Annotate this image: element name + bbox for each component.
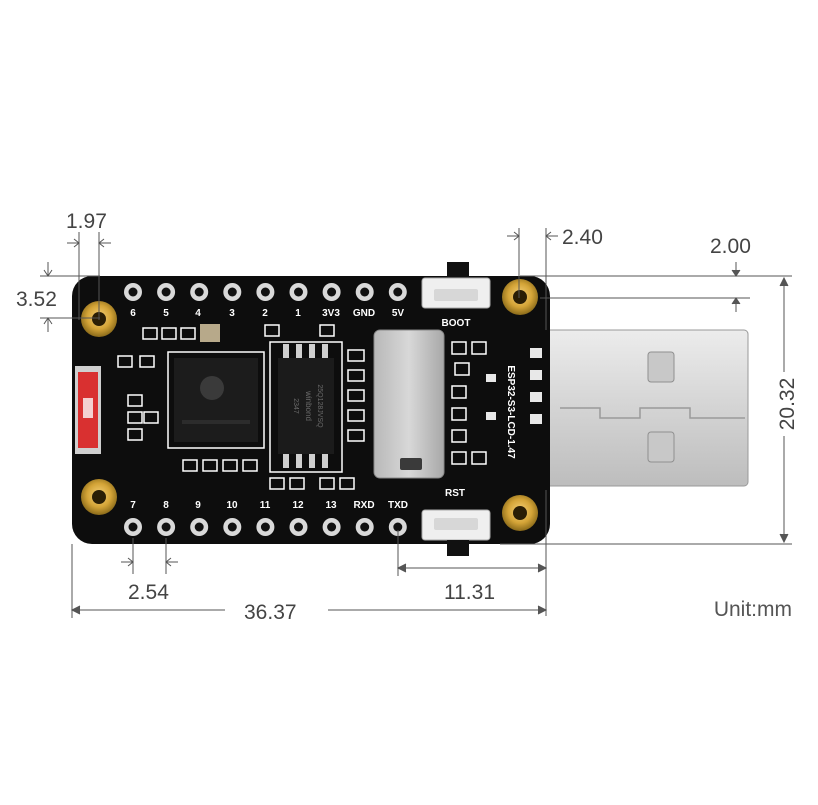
- pin-label-rxd: RXD: [353, 500, 374, 511]
- passive-components-right: [451, 341, 487, 465]
- pin-label-8: 8: [163, 500, 169, 511]
- model-label: ESP32-S3-LCD-1.47: [505, 365, 516, 459]
- passive-components-mid: [347, 349, 365, 442]
- pin-label-gnd: GND: [353, 308, 375, 319]
- tf-card-slot: [373, 329, 445, 479]
- unit-label: Unit:mm: [713, 598, 792, 621]
- pin-hole-8: [161, 522, 171, 532]
- pin-hole-13: [327, 522, 337, 532]
- pin-hole-11: [260, 522, 270, 532]
- pin-hole-4: [194, 287, 204, 297]
- usb-pads: [486, 348, 542, 424]
- pin-label-3: 3: [229, 308, 235, 319]
- flash-label-brand: winbond: [304, 390, 313, 421]
- top-pin-labels: 6 5 4 3 2 1 3V3 GND 5V: [130, 308, 404, 319]
- pin-hole-9: [194, 522, 204, 532]
- pin-label-10: 10: [226, 500, 238, 511]
- pin-hole-12: [294, 522, 303, 532]
- pin-hole-5v: [393, 287, 403, 297]
- rgb-led: [75, 366, 101, 454]
- pin-hole-rxd: [360, 522, 370, 532]
- top-header-pins: [124, 283, 407, 301]
- pin-hole-2: [260, 287, 270, 297]
- pin-label-5: 5: [163, 308, 169, 319]
- pin-label-1: 1: [295, 308, 301, 319]
- flash-label-part: 25Q128JVSQ: [316, 384, 323, 428]
- dim-label-board-height: 20.32: [776, 378, 799, 431]
- esp32-s3-chip: [167, 351, 265, 449]
- dimension-annotations: [40, 228, 792, 618]
- rst-button: [421, 509, 491, 556]
- pin-label-2: 2: [262, 308, 268, 319]
- dim-label-pin-pitch: 2.54: [128, 581, 169, 604]
- pin-label-12: 12: [292, 500, 304, 511]
- pin-hole-gnd: [360, 287, 370, 297]
- flash-chip: winbond 25Q128JVSQ 2347: [269, 341, 343, 473]
- pin-label-9: 9: [195, 500, 201, 511]
- boot-button: [421, 262, 491, 309]
- pin-label-13: 13: [325, 500, 337, 511]
- pin-label-6: 6: [130, 308, 136, 319]
- pin-label-3v3: 3V3: [322, 308, 340, 319]
- rst-label: RST: [445, 488, 465, 499]
- dim-label-board-length: 36.37: [244, 601, 297, 624]
- dim-label-usb-offset: 2.00: [710, 235, 751, 258]
- dim-label-hole-to-usb: 2.40: [562, 226, 603, 249]
- dim-label-usb-length: 11.31: [444, 581, 495, 604]
- pin-hole-10: [227, 522, 237, 532]
- pin-label-txd: TXD: [388, 500, 408, 511]
- dim-label-hole-offset-y: 3.52: [16, 288, 57, 311]
- pin-hole-1: [294, 287, 303, 297]
- bottom-header-pins: [124, 518, 407, 536]
- crystal: [200, 324, 220, 342]
- pin-hole-5: [161, 287, 171, 297]
- pin-hole-7: [128, 522, 138, 532]
- pin-hole-txd: [393, 522, 403, 532]
- bottom-pin-labels: 7 8 9 10 11 12 13 RXD TXD: [130, 500, 408, 511]
- boot-label: BOOT: [442, 318, 471, 329]
- pin-hole-3: [227, 287, 237, 297]
- pin-label-7: 7: [130, 500, 136, 511]
- pin-hole-3v3: [327, 287, 337, 297]
- mounting-holes: [81, 279, 538, 531]
- pin-label-11: 11: [260, 500, 271, 511]
- usb-connector: [539, 329, 749, 487]
- dim-label-hole-offset-x: 1.97: [66, 210, 107, 233]
- pin-label-4: 4: [195, 308, 201, 319]
- pin-hole-6: [128, 287, 138, 297]
- flash-label-date: 2347: [292, 398, 299, 414]
- passive-components-left: [117, 324, 355, 490]
- pin-label-5v: 5V: [392, 308, 405, 319]
